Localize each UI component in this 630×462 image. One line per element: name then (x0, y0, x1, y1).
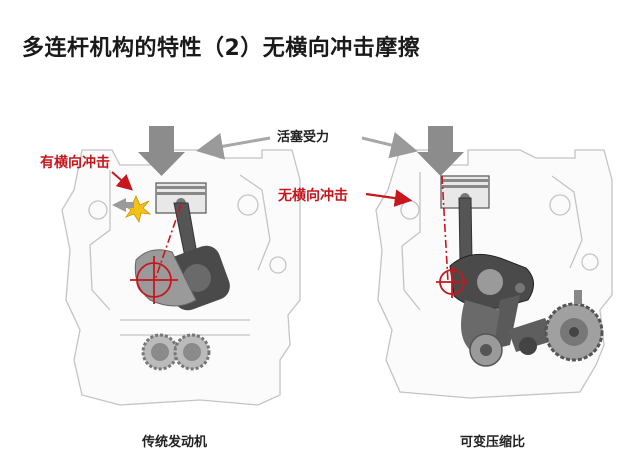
right-axis-line (441, 175, 449, 283)
right-force-arrow (417, 126, 464, 176)
no-impact-pointer (365, 189, 413, 207)
page-title: 多连杆机构的特性（2）无横向冲击摩擦 (22, 36, 421, 61)
left-axis-line (154, 204, 182, 281)
has-lateral-impact-label: 有横向冲击 (40, 155, 110, 171)
right-crank-target-marker (436, 266, 468, 298)
piston-force-pointer-left (196, 133, 271, 160)
right-multilink-assembly (449, 253, 604, 367)
right-connecting-rod (458, 197, 473, 263)
left-gears (141, 333, 211, 371)
lateral-impact-spark (122, 195, 152, 224)
no-lateral-impact-label: 无横向冲击 (278, 188, 348, 204)
left-force-arrow (138, 126, 185, 176)
lateral-impact-arrow (112, 198, 134, 212)
piston-force-pointer-right (361, 131, 418, 159)
left-crank-target-marker (130, 256, 178, 304)
piston-force-label: 活塞受力 (277, 130, 330, 145)
traditional-engine-caption: 传统发动机 (142, 435, 208, 450)
has-impact-pointer (111, 171, 133, 191)
variable-compression-caption: 可变压缩比 (460, 435, 526, 450)
